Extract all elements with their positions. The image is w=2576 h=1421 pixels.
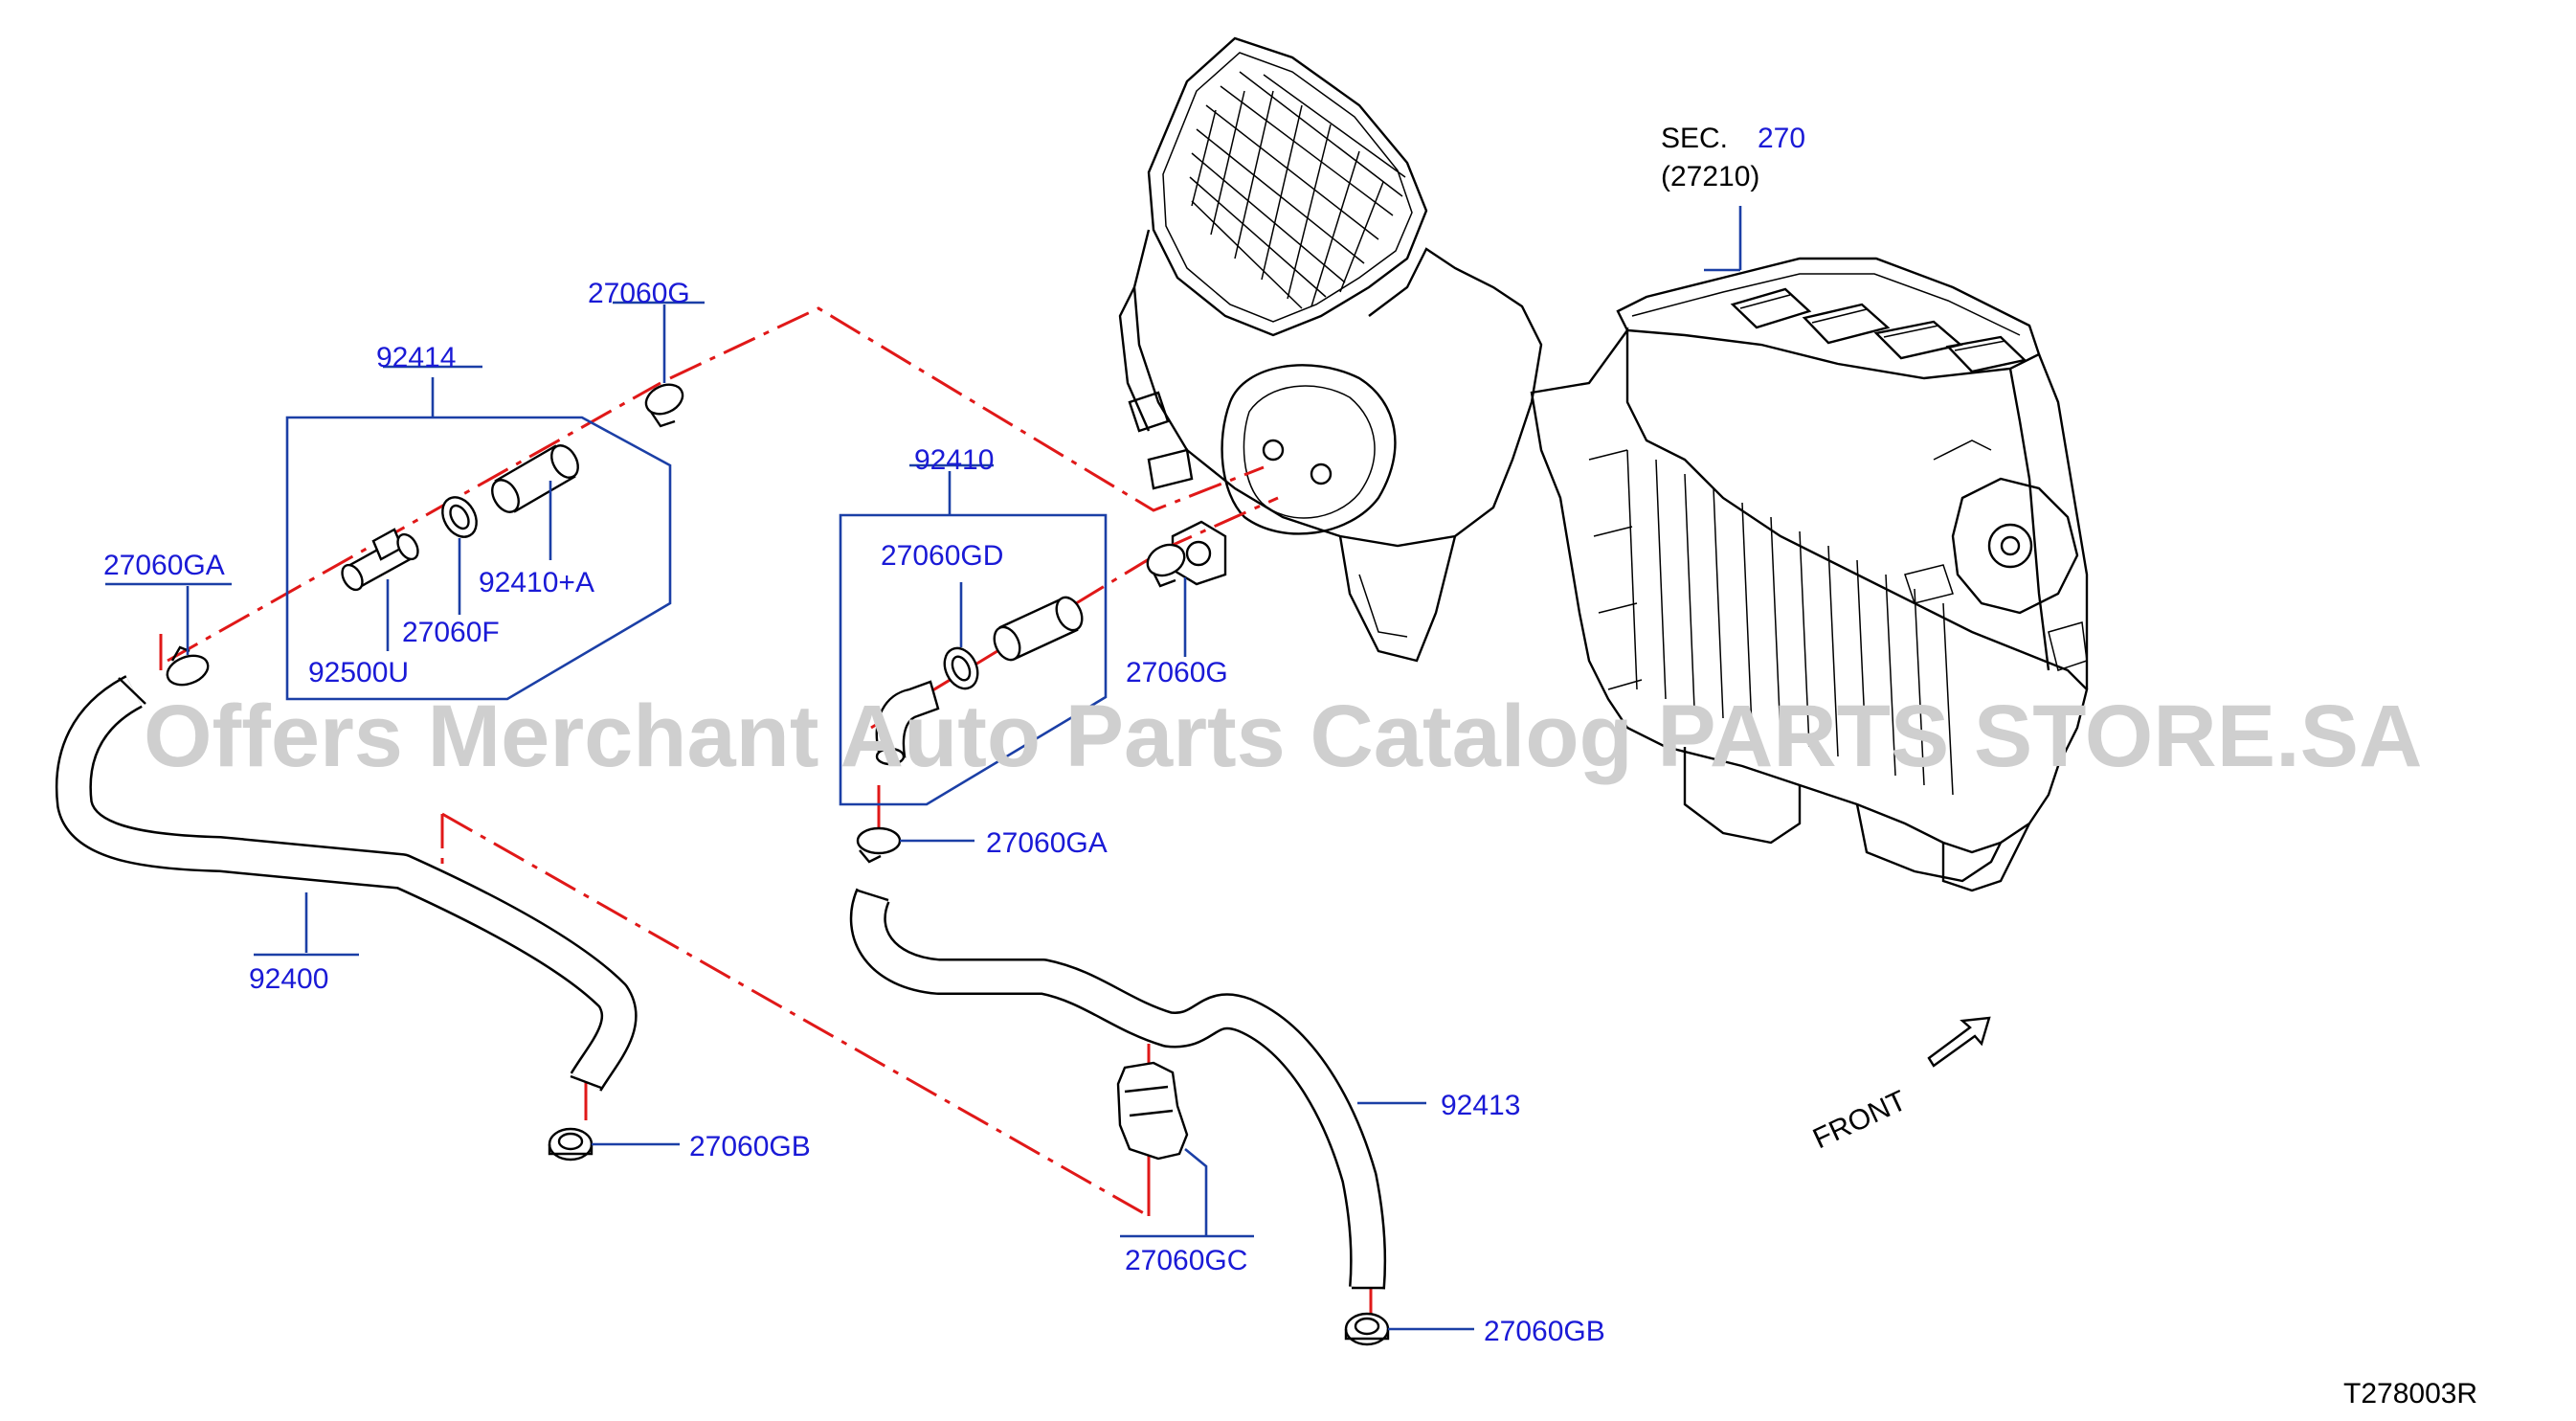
sleeve-92410 — [993, 596, 1084, 662]
clamp-27060GB-left — [548, 1127, 594, 1162]
label-27060GC: 27060GC — [1125, 1245, 1247, 1276]
label-27060GD: 27060GD — [881, 540, 1003, 572]
label-27060G-top: 27060G — [588, 278, 690, 309]
hose-92413 — [849, 888, 1387, 1290]
front-label: FRONT — [1808, 1085, 1912, 1156]
clamp-27060G-mid — [1146, 543, 1186, 588]
sleeve-92410A — [491, 444, 579, 513]
label-27060F: 27060F — [402, 617, 500, 648]
clamp-27060F — [441, 496, 478, 538]
label-92413: 92413 — [1441, 1090, 1520, 1121]
front-arrow-icon — [1927, 1016, 1991, 1068]
clamp-27060GB-right — [1344, 1312, 1390, 1346]
heater-unit-assembly — [1118, 36, 2089, 892]
label-27060GA-left: 27060GA — [103, 550, 225, 581]
label-27060GB-left: 27060GB — [689, 1131, 811, 1162]
label-27060GB-right: 27060GB — [1484, 1316, 1605, 1347]
hose-92400 — [55, 675, 638, 1093]
callout-leaders — [105, 206, 1742, 1331]
section-number-link: 270 — [1758, 123, 1805, 154]
label-27060GA-mid: 27060GA — [986, 827, 1108, 859]
label-92410A: 92410+A — [479, 567, 594, 598]
label-92410: 92410 — [914, 444, 994, 476]
elbow-fitting — [875, 680, 940, 766]
section-prefix: SEC. — [1661, 123, 1728, 154]
section-sub: (27210) — [1661, 161, 1759, 192]
label-92414: 92414 — [376, 342, 456, 373]
label-92500U: 92500U — [308, 657, 409, 688]
callout-labels: 27060G 92414 27060GA 92410+A 27060F 9250… — [103, 123, 2477, 1410]
tee-92500U — [341, 528, 419, 592]
label-92400: 92400 — [249, 963, 328, 995]
clamp-27060GD — [943, 646, 979, 690]
clamp-27060G-top — [644, 383, 684, 428]
clamp-27060GA-left — [166, 645, 210, 687]
bracket-27060GC — [1116, 1061, 1189, 1161]
diagram-code: T278003R — [2343, 1378, 2477, 1410]
clamp-27060GA-mid — [856, 826, 902, 864]
label-27060G-mid: 27060G — [1126, 657, 1228, 688]
clamps-and-fittings — [166, 383, 1390, 1346]
watermark-text: Offers Merchant Auto Parts Catalog PARTS… — [144, 688, 2422, 785]
